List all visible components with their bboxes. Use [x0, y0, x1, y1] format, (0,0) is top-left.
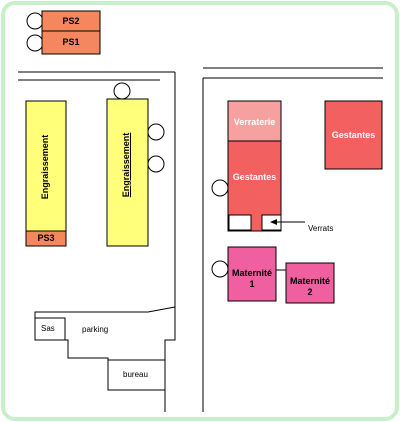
- gestantes-center-label: Gestantes: [232, 171, 277, 182]
- silo-ps1: [26, 34, 44, 52]
- maternite1-label-line2: 1: [249, 279, 255, 289]
- verrats-arrow-head: [270, 219, 277, 225]
- ps3-label: PS3: [37, 233, 55, 243]
- silo-maternite: [211, 260, 229, 278]
- maternite1-building: [227, 246, 277, 302]
- engraissement-left-building: [25, 100, 67, 232]
- verraterie-building: [227, 100, 282, 142]
- verraterie-label: Verraterie: [233, 116, 276, 127]
- silo-engr-right-2: [147, 155, 165, 173]
- silo-engr-top: [113, 82, 131, 100]
- bureau-label: bureau: [123, 370, 148, 379]
- ps1-building: [41, 30, 101, 55]
- verrats-label: Verrats: [308, 224, 334, 233]
- ps3-building: [25, 230, 67, 247]
- gestantes-right-label: Gestantes: [331, 129, 376, 140]
- engraissement-right-label: Engraissement: [121, 132, 131, 198]
- silo-gestantes: [211, 179, 229, 197]
- silo-ps2: [26, 12, 44, 30]
- ps2-label: PS2: [62, 15, 80, 26]
- maternite2-label-line2: 2: [307, 287, 313, 297]
- maternite2-label-line1: Maternité: [289, 276, 330, 286]
- ps1-label: PS1: [62, 37, 80, 47]
- sas-label: Sas: [41, 324, 55, 333]
- silo-engr-right-1: [147, 123, 165, 141]
- engraissement-right-building: [106, 98, 149, 247]
- parking-label: parking: [82, 325, 109, 334]
- bureau-box: [107, 359, 166, 391]
- maternite1-label-line1: Maternité: [231, 268, 272, 278]
- gestantes-right-building: [324, 100, 383, 170]
- verrats-box-left: [228, 214, 252, 231]
- engraissement-left-label: Engraissement: [40, 134, 50, 200]
- maternite2-building: [285, 262, 335, 304]
- lower-path-outline-2: [164, 307, 176, 390]
- sas-box: [34, 317, 66, 341]
